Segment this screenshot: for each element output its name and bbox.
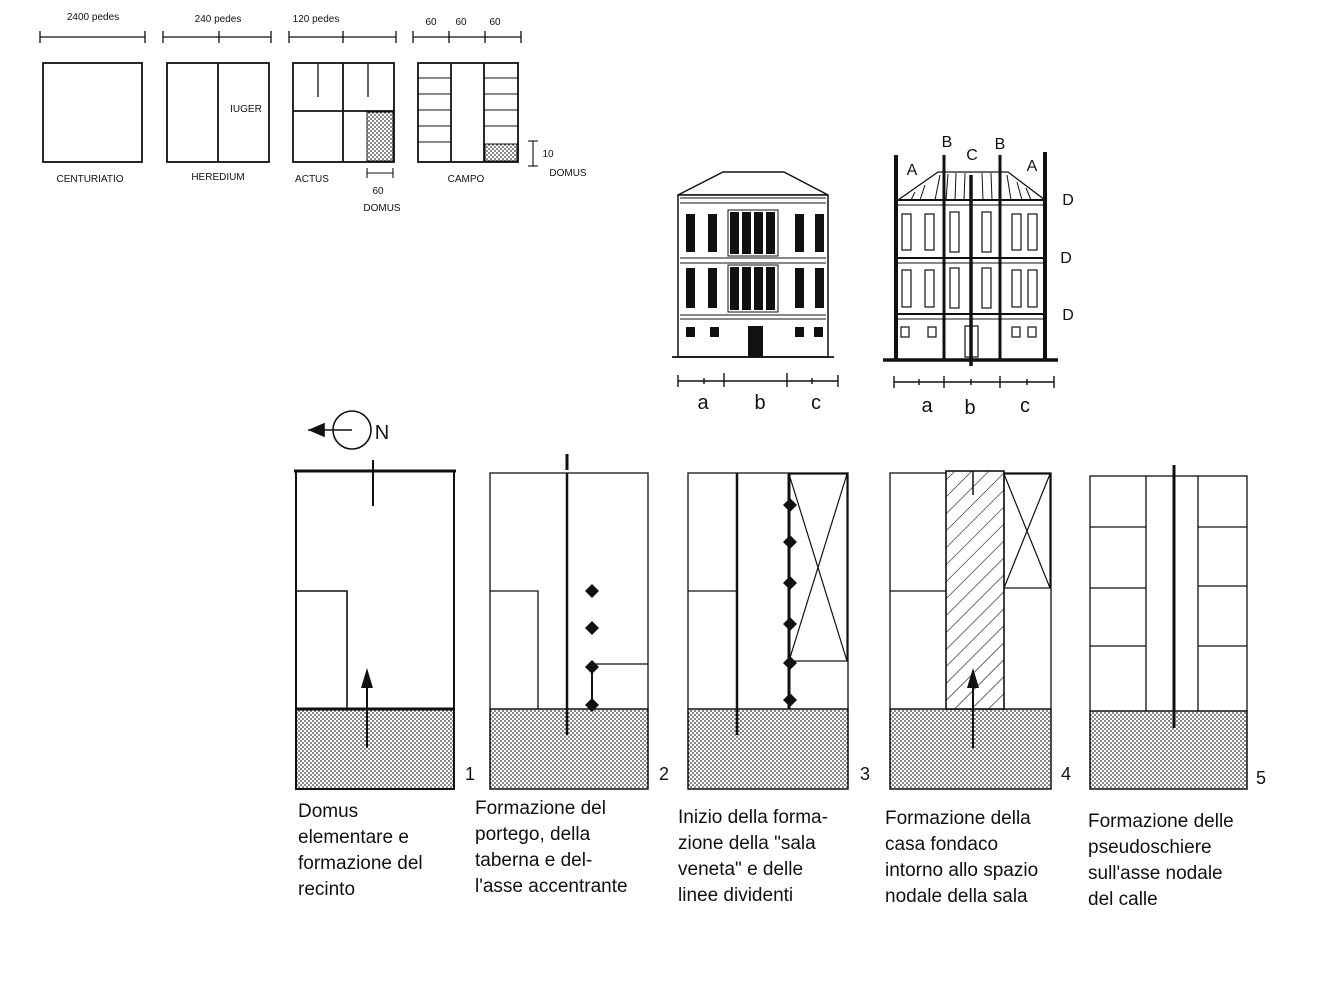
- caption-line: nodale della sala: [885, 886, 1028, 907]
- stage-3-plan: [687, 472, 849, 790]
- scale-label-heredium: 240 pedes: [195, 14, 242, 25]
- stage-1-plan: [294, 460, 456, 790]
- scheme-bay-label-b: b: [964, 397, 975, 419]
- stage-number-1: 1: [465, 764, 475, 784]
- caption-line: pseudoschiere: [1088, 837, 1212, 858]
- scheme-bay-scale: [893, 376, 1055, 388]
- scale-bar-actus: [288, 31, 397, 43]
- caption-line: formazione del: [298, 853, 423, 874]
- scale-label-centuriatio: 2400 pedes: [67, 12, 119, 23]
- stage-1-caption: Domus elementare e formazione del recint…: [298, 799, 423, 903]
- stage-5-plan: [1089, 465, 1248, 790]
- stage-2-caption: Formazione del portego, della taberna e …: [475, 796, 628, 900]
- floor-label-upper: D: [1062, 192, 1074, 209]
- caption-line: sull'asse nodale: [1088, 863, 1223, 884]
- campo-dimension-value: 10: [542, 149, 554, 160]
- scale-bar-centuriatio: [39, 31, 146, 43]
- palazzo-bay-scale: [677, 373, 839, 387]
- north-label: N: [375, 422, 389, 444]
- caption-line: portego, della: [475, 824, 591, 845]
- scale-label-actus: 120 pedes: [293, 14, 340, 25]
- caption-line: linee dividenti: [678, 885, 794, 906]
- stage-number-2: 2: [659, 764, 669, 784]
- caption-line: del calle: [1088, 889, 1158, 910]
- land-division-labels: 2400 pedes 240 pedes 120 pedes 60 60 60 …: [56, 12, 586, 214]
- module-label-b-left: B: [942, 134, 953, 151]
- caption-line: recinto: [298, 879, 356, 900]
- module-label-a-right: A: [1027, 158, 1038, 175]
- caption-line: taberna e del-: [475, 850, 593, 871]
- stage-2-plan: [489, 454, 649, 790]
- campo-dimension-unit: DOMUS: [549, 168, 587, 179]
- stage-3-caption: Inizio della forma- zione della "sala ve…: [678, 805, 828, 909]
- stage-number-5: 5: [1256, 768, 1266, 788]
- module-label-a-left: A: [907, 162, 918, 179]
- scale-bar-campo: [412, 31, 522, 43]
- scale-label-campo-1: 60: [425, 17, 437, 28]
- plot-heredium: [166, 62, 270, 163]
- caption-line: Formazione delle: [1088, 811, 1234, 832]
- actus-dimension-value: 60: [372, 186, 384, 197]
- plot-campo: [417, 62, 519, 163]
- caption-line: casa fondaco: [885, 834, 999, 855]
- plot-label-actus: ACTUS: [295, 174, 329, 185]
- palazzo-facade: [672, 171, 839, 387]
- caption-line: l'asse accentrante: [475, 876, 628, 897]
- campo-dimension-mark: [528, 140, 538, 167]
- plot-centuriatio: [42, 62, 143, 163]
- north-arrow-icon: [307, 410, 372, 450]
- scale-bar-heredium: [162, 31, 272, 43]
- module-label-c: C: [966, 147, 978, 164]
- palazzo-bay-label-a: a: [697, 392, 709, 414]
- actus-dimension-unit: DOMUS: [363, 203, 401, 214]
- stage-4-caption: Formazione della casa fondaco intorno al…: [885, 806, 1038, 910]
- structural-scheme-facade: [883, 152, 1058, 388]
- floor-label-ground: D: [1062, 307, 1074, 324]
- stage-number-3: 3: [860, 764, 870, 784]
- module-label-b-right: B: [995, 136, 1006, 153]
- caption-line: veneta" e delle: [678, 859, 804, 880]
- palazzo-bay-label-b: b: [754, 392, 765, 414]
- plot-actus: [292, 62, 395, 163]
- caption-line: Formazione della: [885, 808, 1031, 829]
- caption-line: intorno allo spazio: [885, 860, 1039, 881]
- stage-4-plan: [889, 470, 1052, 790]
- scheme-bay-label-c: c: [1020, 395, 1030, 417]
- caption-line: Formazione del: [475, 798, 606, 819]
- stage-numbers: 1 2 3 4 5: [465, 764, 1266, 788]
- caption-line: zione della "sala: [678, 833, 816, 854]
- iuger-label: IUGER: [230, 104, 262, 115]
- scheme-bay-label-a: a: [921, 395, 933, 417]
- floor-label-middle: D: [1060, 250, 1072, 267]
- stage-number-4: 4: [1061, 764, 1071, 784]
- plot-label-heredium: HEREDIUM: [191, 172, 244, 183]
- plot-label-centuriatio: CENTURIATIO: [56, 174, 123, 185]
- caption-line: elementare e: [298, 827, 409, 848]
- scale-label-campo-2: 60: [455, 17, 467, 28]
- plot-label-campo: CAMPO: [448, 174, 485, 185]
- actus-dimension-mark: [366, 168, 394, 178]
- facade-labels: a b c a b c A B C B A D D D: [697, 134, 1073, 419]
- stage-5-caption: Formazione delle pseudoschiere sull'asse…: [1088, 809, 1234, 913]
- land-division-series: [39, 31, 538, 178]
- palazzo-bay-label-c: c: [811, 392, 821, 414]
- caption-line: Domus: [298, 801, 359, 822]
- caption-line: Inizio della forma-: [678, 807, 828, 828]
- scale-label-campo-3: 60: [489, 17, 501, 28]
